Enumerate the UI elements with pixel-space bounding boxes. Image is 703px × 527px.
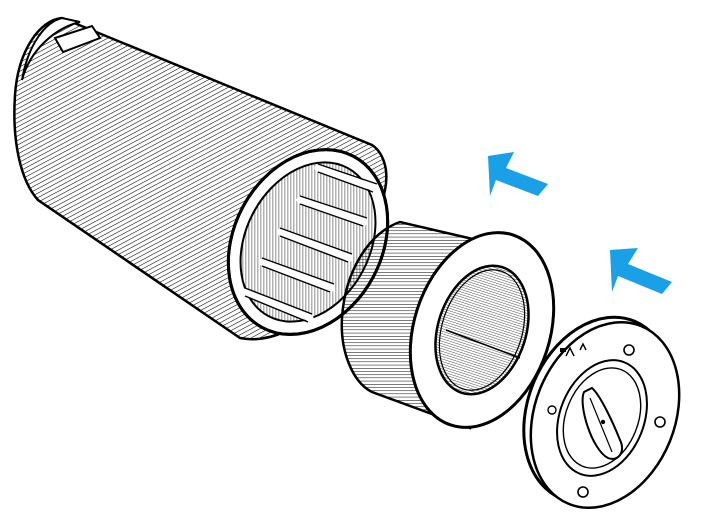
bottom-cover: [522, 315, 681, 510]
inner-filter-cartridge: [340, 220, 556, 430]
arrow-right-icon: [488, 152, 548, 196]
outer-housing: [13, 16, 390, 341]
arrow-right-icon: [610, 248, 672, 294]
